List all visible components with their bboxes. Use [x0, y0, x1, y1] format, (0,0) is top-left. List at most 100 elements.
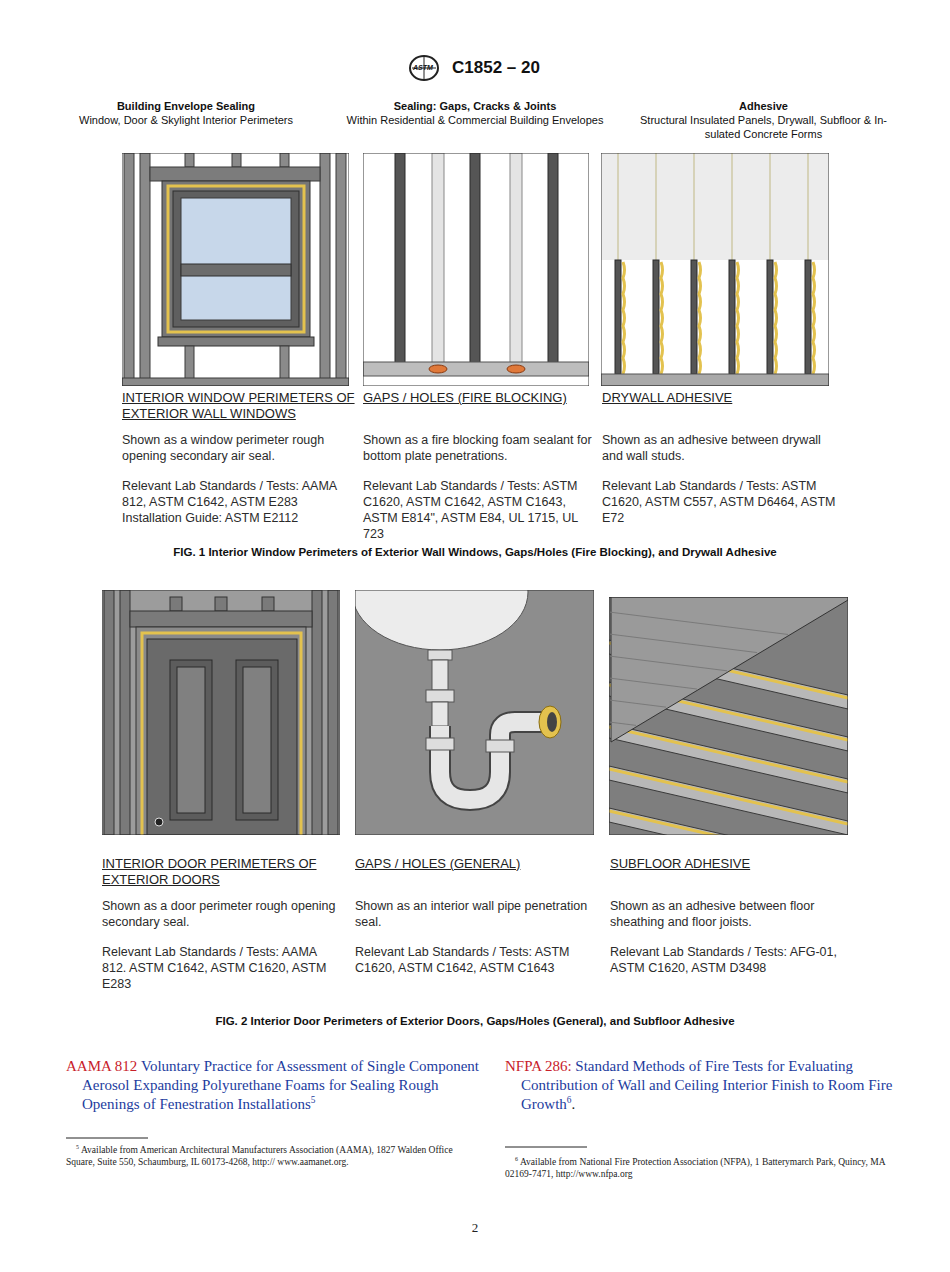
- drywall-studs: [615, 153, 815, 374]
- door-illustration-part: [170, 660, 212, 820]
- window-illustration-part: [181, 198, 291, 320]
- figure-panel-text: DRYWALL ADHESIVE Shown as an adhesive bet…: [602, 390, 836, 528]
- subfloor-illustration-part: [609, 808, 848, 835]
- drywall-illustration: [601, 153, 829, 386]
- window-illustration-part: [162, 181, 310, 337]
- drywall-illustration-part: [601, 153, 829, 386]
- door-illustration-part: [236, 660, 278, 820]
- drywall-illustration-part: [769, 153, 771, 260]
- standards-list: Relevant Lab Standards / Tests: AAMA 812…: [122, 478, 356, 510]
- footnote-text: Available from National Fire Protection …: [505, 1157, 885, 1179]
- drywall-illustration-part: [617, 153, 619, 260]
- drywall-illustration-part: [729, 260, 735, 374]
- fire-blocking-illustration-part: [470, 153, 480, 363]
- column-heading: Sealing: Gaps, Cracks & Joints: [335, 99, 615, 113]
- door-illustration: [102, 590, 340, 835]
- panel-description: Shown as an adhesive between floor sheat…: [610, 898, 850, 932]
- drywall-illustration-part: [807, 153, 809, 260]
- window-illustration-part: [320, 153, 330, 386]
- door-illustration-part: [120, 590, 130, 835]
- footnote: 6Available from National Fire Protection…: [505, 1156, 903, 1180]
- footnote-rule-part: [505, 1147, 587, 1148]
- pipe-illustration-part: [428, 650, 452, 660]
- door-illustration-part: [177, 667, 205, 813]
- reference-code: NFPA 286:: [505, 1058, 572, 1074]
- pipe-illustration-part: [539, 706, 561, 738]
- panel-description: Shown as a door perimeter rough opening …: [102, 898, 342, 932]
- figure-panel-text: GAPS / HOLES (FIRE BLOCKING)Shown as a f…: [363, 390, 597, 544]
- standards-list: Relevant Lab Standards / Tests: AAMA 812…: [102, 944, 342, 992]
- footnote-text: Available from American Architectural Ma…: [66, 1145, 453, 1167]
- footnote: 5Available from American Architectural M…: [66, 1144, 464, 1168]
- footnote-marker: 5: [311, 1095, 316, 1105]
- drywall-illustration-part: [775, 262, 777, 374]
- fire-blocking-illustration-part: [510, 153, 522, 368]
- window-illustration-part: [168, 186, 304, 332]
- subfloor-illustration: [609, 597, 848, 835]
- punctuation: .: [571, 1096, 575, 1112]
- column-subheading: Window, Door & Skylight Interior Perimet…: [56, 113, 316, 127]
- drywall-illustration-part: [813, 262, 815, 374]
- window-illustration-part: [122, 378, 349, 386]
- panel-description: Shown as an adhesive between drywall and…: [602, 432, 836, 466]
- subfloor-illustration-part: [609, 700, 666, 707]
- window-illustration-part: [181, 264, 291, 276]
- door-illustration-part: [155, 818, 163, 826]
- drywall-illustration-part: [693, 153, 695, 260]
- window-illustration-part: [185, 346, 194, 380]
- panel-heading: GAPS / HOLES (GENERAL): [355, 856, 595, 890]
- figure-panel-text: GAPS / HOLES (GENERAL)Shown as an interi…: [355, 856, 595, 978]
- drywall-illustration-part: [805, 260, 811, 374]
- standards-list: Relevant Lab Standards / Tests: ASTM C16…: [602, 478, 836, 526]
- figure-panel-text: SUBFLOOR ADHESIVEShown as an adhesive be…: [610, 856, 850, 978]
- pipe-illustration-part: [432, 702, 448, 726]
- door-illustration-part: [215, 597, 227, 611]
- subfloor-illustration-part: [609, 612, 788, 634]
- panel-heading: DRYWALL ADHESIVE: [602, 390, 836, 424]
- window-illustration-part: [173, 191, 299, 327]
- subfloor-illustration-part: [609, 656, 727, 671]
- drywall-illustration-part: [731, 153, 733, 260]
- window-illustration-part: [232, 153, 241, 167]
- fire-blocking-illustration-part: [432, 153, 444, 368]
- subfloor-illustration-part: [609, 597, 848, 742]
- pipe-illustration-part: [547, 712, 557, 732]
- column-heading: Adhesive: [631, 99, 896, 113]
- logo-text: ASTM: [413, 64, 437, 71]
- door-illustration-part: [142, 633, 301, 835]
- fire-blocking-illustration: [363, 153, 589, 386]
- fire-blocking-illustration-part: [395, 153, 405, 363]
- window-illustration-part: [124, 153, 134, 386]
- drywall-illustration-part: [691, 260, 697, 374]
- pipe-illustration-part: [486, 740, 514, 752]
- astm-logo-part: [412, 56, 436, 80]
- standards-list: Relevant Lab Standards / Tests: AFG-01, …: [610, 944, 850, 976]
- subfloor-illustration-part: [609, 597, 848, 835]
- window-illustration-part: [122, 153, 349, 386]
- drywall-illustration-part: [661, 262, 663, 374]
- pipe-illustration-part: [432, 660, 448, 690]
- window-illustration-part: [280, 346, 289, 380]
- pipe-illustration-part: [355, 590, 594, 835]
- pipe-illustration-part: [426, 738, 454, 750]
- door-illustration-part: [102, 590, 340, 835]
- figure-panel-text: INTERIOR DOOR PERIMETERS OF EXTERIOR DOO…: [102, 856, 342, 994]
- drywall-illustration-part: [653, 260, 659, 374]
- column-subheading: Structural Insulated Panels, Drywall, Su…: [631, 113, 896, 141]
- panel-description: Shown as a fire blocking foam sealant fo…: [363, 432, 597, 466]
- figure-caption: FIG. 2 Interior Door Perimeters of Exter…: [20, 1015, 930, 1027]
- reference-entry: AAMA 812Voluntary Practice for Assessmen…: [66, 1057, 480, 1114]
- window-illustration-part: [122, 153, 349, 386]
- reference-code: AAMA 812: [66, 1058, 137, 1074]
- astm-logo: [410, 56, 438, 80]
- subfloor-illustration-part: [609, 634, 757, 653]
- fire-blocking-illustration-part: [548, 153, 558, 363]
- door-illustration-part: [102, 590, 340, 835]
- reference-title: Standard Methods of Fire Tests for Evalu…: [521, 1058, 892, 1112]
- figure-caption: FIG. 1 Interior Window Perimeters of Ext…: [20, 546, 930, 558]
- drywall-illustration-part: [615, 260, 621, 374]
- pipe-illustration: [355, 590, 594, 835]
- pipe-illustration-part: [355, 590, 528, 650]
- door-illustration-part: [312, 590, 322, 835]
